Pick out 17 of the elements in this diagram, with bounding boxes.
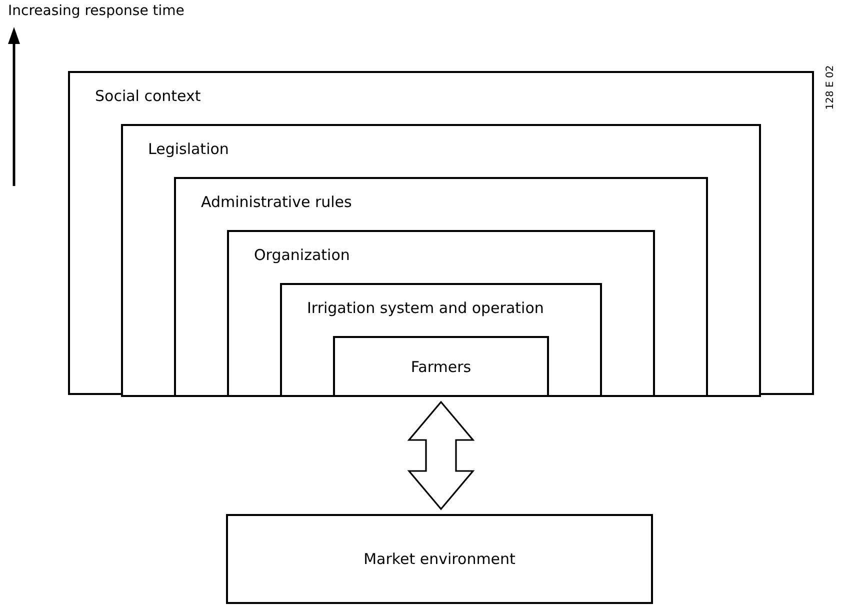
nested-box xyxy=(174,177,708,397)
box-label: Administrative rules xyxy=(201,193,352,211)
nested-box xyxy=(280,283,602,397)
nested-box xyxy=(121,124,761,397)
box-label: Legislation xyxy=(148,140,229,158)
box-label: Social context xyxy=(95,87,201,105)
figure-code: 128 E 02 xyxy=(824,65,836,110)
nested-box xyxy=(68,71,814,395)
box-label: Market environment xyxy=(362,550,516,568)
box-label: Irrigation system and operation xyxy=(307,299,544,317)
double-arrow xyxy=(407,400,475,510)
axis-label: Increasing response time xyxy=(8,3,184,19)
box-label: Organization xyxy=(254,246,350,264)
box xyxy=(226,514,653,604)
nested-box xyxy=(333,336,549,397)
box-label: Farmers xyxy=(410,358,472,376)
nested-box xyxy=(227,230,655,397)
